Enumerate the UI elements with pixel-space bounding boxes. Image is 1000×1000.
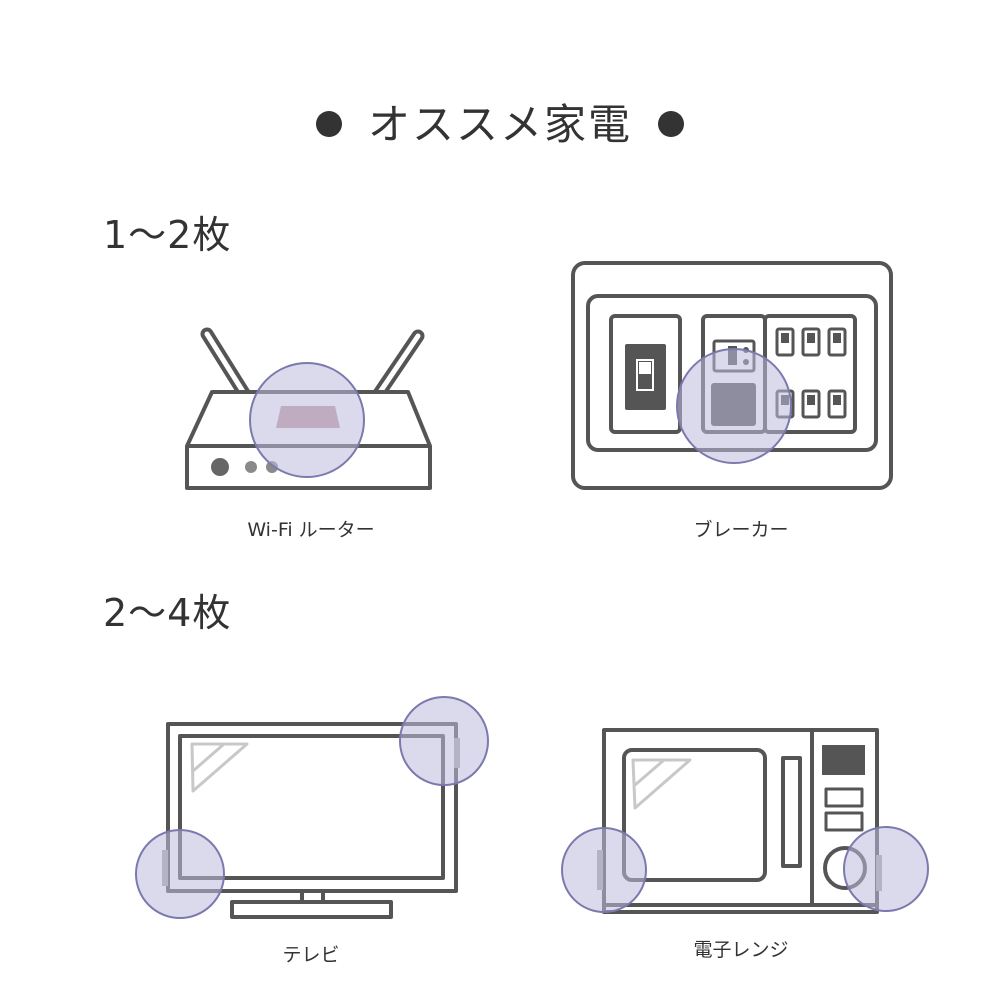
door-handle	[781, 756, 802, 868]
main-breaker-module	[609, 314, 682, 434]
section-heading: 2〜4枚	[103, 591, 232, 635]
control-button	[824, 787, 864, 808]
window-glare	[631, 758, 692, 810]
appliance-label: テレビ	[282, 944, 340, 966]
appliance-label: Wi-Fi ルーター	[247, 519, 375, 541]
router-antenna-left	[200, 327, 254, 405]
router-led-icon	[211, 458, 229, 476]
page-title: オススメ家電	[0, 98, 1000, 152]
screen-glare	[190, 742, 249, 793]
placement-marker	[399, 696, 489, 786]
microwave-display	[822, 745, 865, 775]
placement-marker	[135, 829, 225, 919]
tv-icon	[135, 696, 489, 919]
tv-screen	[178, 734, 445, 880]
appliance-label: ブレーカー	[693, 519, 789, 541]
branch-switch	[775, 327, 795, 357]
placement-marker	[561, 827, 647, 913]
title-bullet-right-icon	[658, 110, 684, 137]
page-title-text: オススメ家電	[367, 100, 632, 149]
wifi-router-icon	[185, 327, 432, 490]
branch-switch	[827, 389, 847, 419]
router-led-icon	[245, 461, 257, 473]
breaker-panel-icon	[571, 261, 893, 490]
branch-switch	[827, 327, 847, 357]
branch-switch	[801, 389, 821, 419]
placement-marker	[249, 362, 365, 478]
control-button	[824, 811, 864, 832]
appliance-label: 電子レンジ	[693, 939, 789, 961]
microwave-icon	[561, 728, 929, 914]
branch-switch	[801, 327, 821, 357]
microwave-window	[622, 748, 767, 882]
placement-marker	[843, 826, 929, 912]
section-heading: 1〜2枚	[103, 213, 232, 257]
breaker-outer-frame	[571, 261, 893, 490]
router-antenna-right	[369, 329, 425, 405]
tv-stand-base	[230, 900, 393, 919]
placement-marker	[676, 348, 792, 464]
title-bullet-left-icon	[315, 110, 342, 137]
